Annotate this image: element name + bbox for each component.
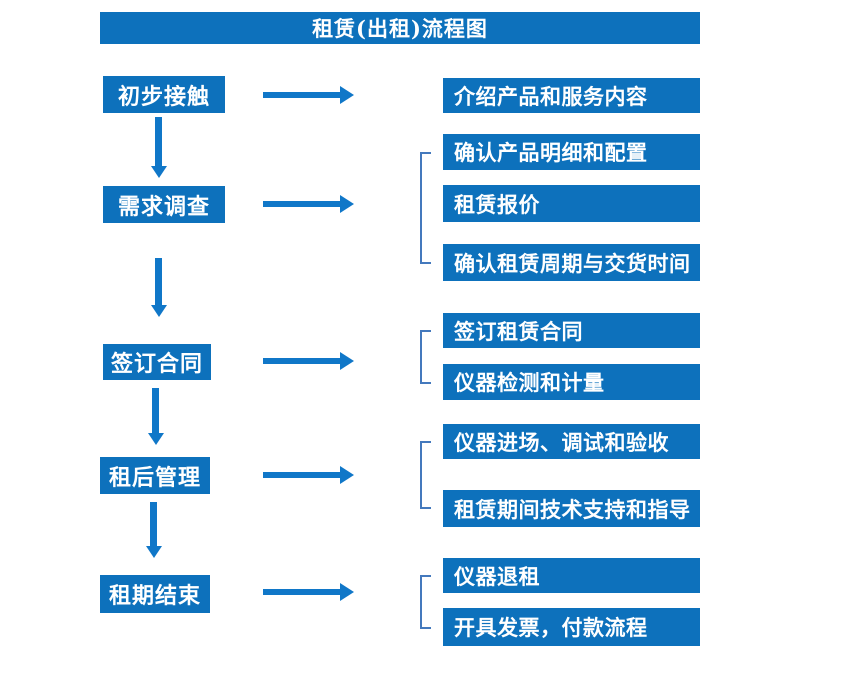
title-bar: 租赁(出租)流程图 <box>100 12 700 44</box>
detail-label: 仪器检测和计量 <box>454 370 605 395</box>
stage-box-post-rental-management: 租后管理 <box>100 457 210 494</box>
right-arrow <box>263 201 340 207</box>
right-arrow <box>263 92 340 98</box>
detail-label: 仪器进场、调试和验收 <box>454 429 669 455</box>
down-arrow <box>155 258 162 305</box>
detail-label: 仪器退租 <box>454 563 540 589</box>
stage-label: 初步接触 <box>117 83 210 110</box>
stage-box-demand-survey: 需求调查 <box>103 186 225 223</box>
detail-label: 开具发票，付款流程 <box>454 615 648 640</box>
detail-box: 开具发票，付款流程 <box>443 608 700 646</box>
stage-label: 需求调查 <box>117 193 210 220</box>
detail-box: 介绍产品和服务内容 <box>443 78 700 113</box>
detail-box: 仪器进场、调试和验收 <box>443 424 700 459</box>
stage-box-initial-contact: 初步接触 <box>103 76 225 113</box>
detail-box: 仪器退租 <box>443 558 700 593</box>
down-arrow <box>155 117 162 166</box>
right-arrow <box>263 589 340 595</box>
group-bracket <box>420 441 431 509</box>
detail-box: 租赁报价 <box>443 185 700 222</box>
right-arrow <box>263 358 340 364</box>
detail-label: 介绍产品和服务内容 <box>454 83 648 109</box>
group-bracket <box>420 575 431 629</box>
stage-box-sign-contract: 签订合同 <box>103 344 211 380</box>
detail-label: 确认租赁周期与交货时间 <box>454 250 691 276</box>
down-arrow <box>152 388 159 433</box>
down-arrow <box>150 502 157 546</box>
detail-label: 租赁报价 <box>454 191 540 217</box>
detail-label: 签订租赁合同 <box>454 318 583 344</box>
stage-label: 签订合同 <box>110 351 203 377</box>
detail-box: 签订租赁合同 <box>443 313 700 348</box>
detail-label: 确认产品明细和配置 <box>454 140 648 165</box>
page-title: 租赁(出租)流程图 <box>312 16 488 41</box>
detail-box: 确认产品明细和配置 <box>443 134 700 170</box>
right-arrow <box>263 472 340 478</box>
detail-box: 仪器检测和计量 <box>443 364 700 400</box>
detail-label: 租赁期间技术支持和指导 <box>454 496 691 522</box>
stage-box-rental-end: 租期结束 <box>100 575 210 613</box>
stage-label: 租期结束 <box>108 583 201 609</box>
stage-label: 租后管理 <box>108 464 201 491</box>
detail-box: 租赁期间技术支持和指导 <box>443 490 700 527</box>
group-bracket <box>420 330 431 384</box>
group-bracket <box>420 152 431 264</box>
detail-box: 确认租赁周期与交货时间 <box>443 244 700 281</box>
